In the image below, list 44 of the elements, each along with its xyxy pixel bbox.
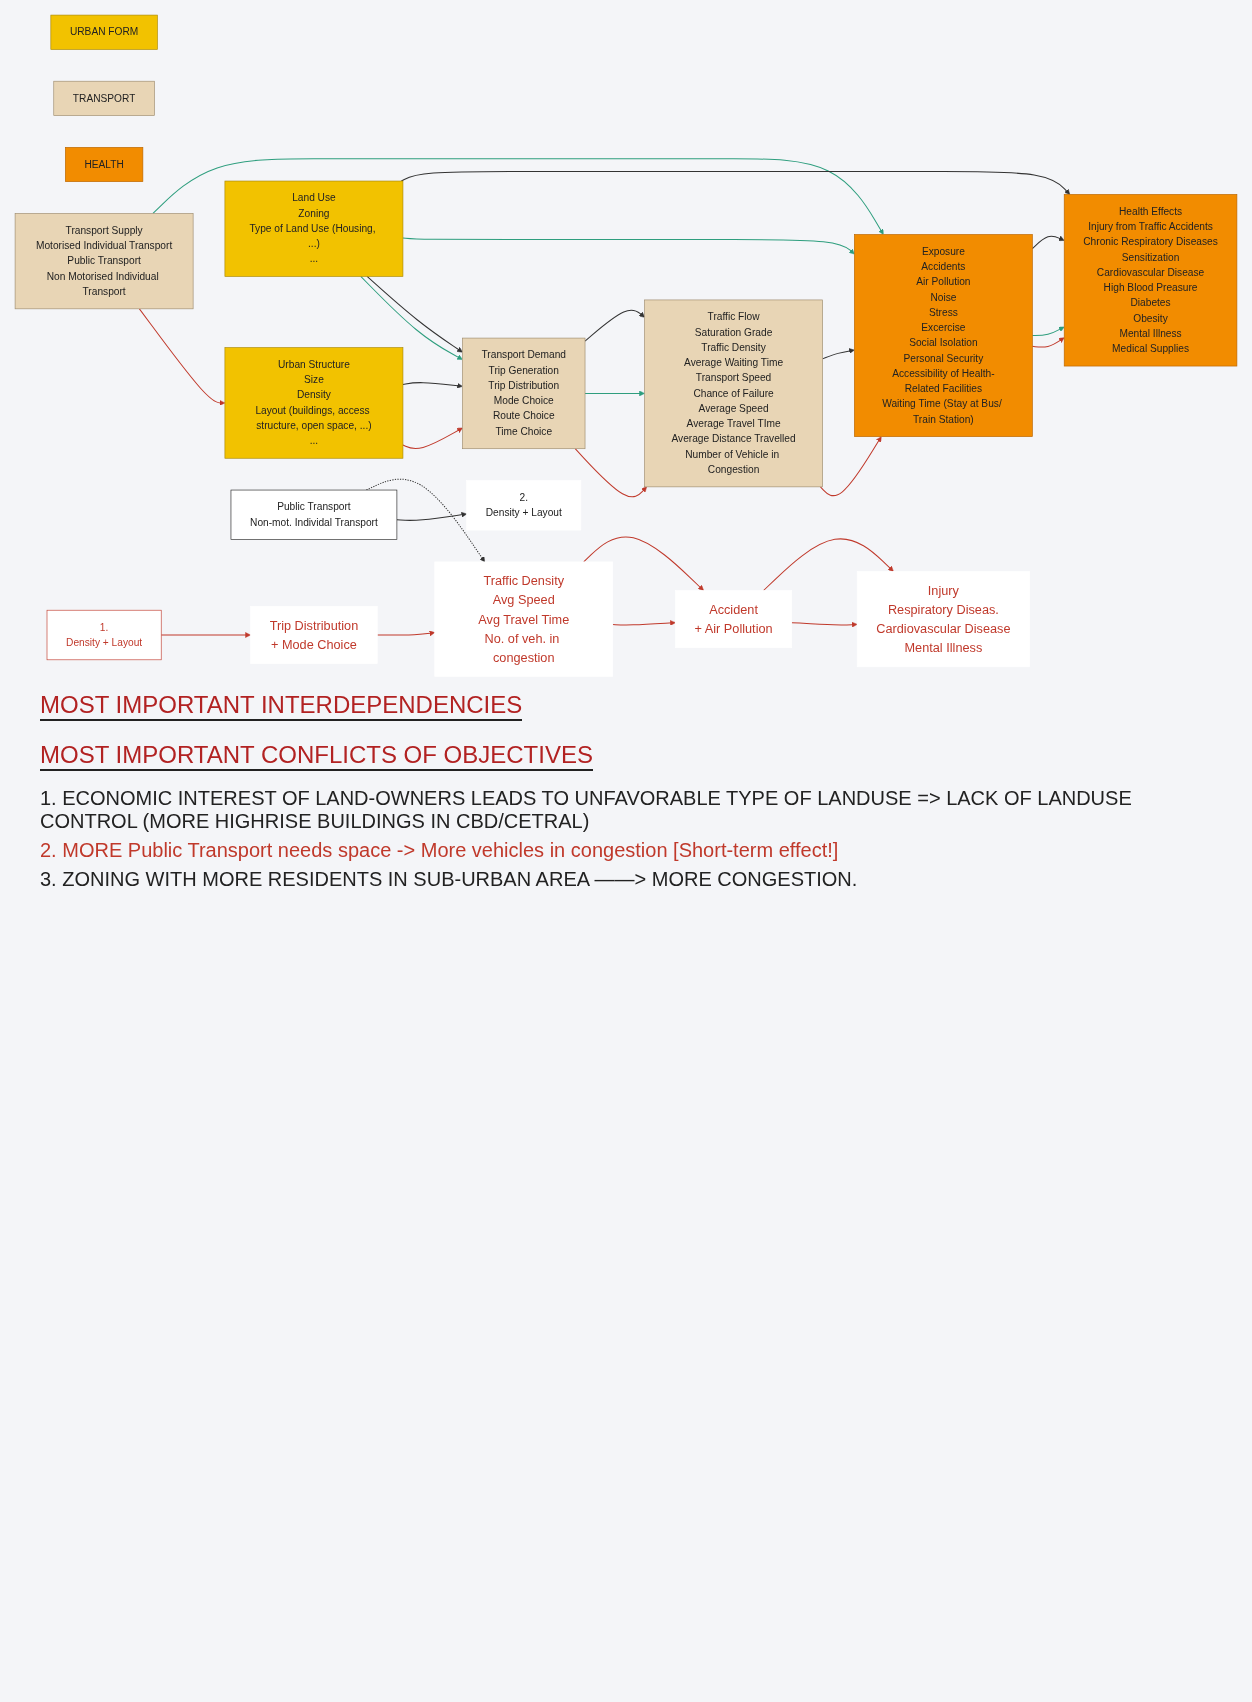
section-heading: MOST IMPORTANT INTERDEPENDENCIES bbox=[40, 691, 523, 722]
node-box: 1. Density + Layout bbox=[46, 609, 162, 661]
node-box: 2. Density + Layout bbox=[466, 480, 582, 531]
node-box: Land Use Zoning Type of Land Use (Housing, ...) ... bbox=[224, 180, 404, 277]
arrow bbox=[583, 536, 704, 591]
node-box: Accident + Air Pollution bbox=[675, 590, 793, 649]
node-box: Transport Supply Motorised Individual Transport Public Transport Non Motorised Individual Transport bbox=[14, 213, 194, 310]
node-box: Exposure Accidents Air Pollution Noise Stress Excercise Social Isolation Personal Security Accessibility of Health-Related Facilities Waiting Time (Stay at Bus/ Train Station) bbox=[854, 234, 1033, 437]
arrow bbox=[612, 620, 676, 626]
arrow bbox=[160, 632, 251, 638]
arrow bbox=[791, 621, 858, 628]
arrow bbox=[400, 171, 1071, 195]
node-box: Traffic Flow Saturation Grade Traffic Density Average Waiting Time Transport Speed Chance of Failure Average Speed Average Travel TIme Average Distance Travelled Number of Vehicle in Congestion bbox=[644, 299, 823, 488]
arrow bbox=[763, 538, 894, 591]
node-box: Public Transport Non-mot. Individal Transport bbox=[230, 489, 398, 540]
node-box: Health Effects Injury from Traffic Accidents Chronic Respiratory Diseases Sensitization Cardiovascular Disease High Blood Preasure Diabetes Obesity Mental Illness Medical Supplies bbox=[1063, 194, 1238, 367]
node-box: TRANSPORT bbox=[53, 80, 155, 116]
node-box: URBAN FORM bbox=[50, 14, 158, 50]
arrow bbox=[402, 237, 855, 255]
arrow bbox=[584, 390, 645, 397]
note-text: 2. MORE Public Transport needs space -> More vehicles in congestion [Short-term effect!] bbox=[40, 839, 840, 863]
arrow bbox=[152, 158, 884, 235]
arrow bbox=[1031, 337, 1065, 348]
node-box: Injury Respiratory Diseas. Cardiovascular Disease Mental Illness bbox=[856, 571, 1030, 668]
note-text: 3. ZONING WITH MORE RESIDENTS IN SUB-URBAN AREA ——> MORE CONGESTION. bbox=[40, 868, 859, 892]
node-box: Urban Structure Size Density Layout (buildings, access structure, open space, ...) ... bbox=[224, 347, 404, 459]
arrow bbox=[822, 348, 855, 360]
arrow bbox=[138, 308, 226, 406]
node-box: Transport Demand Trip Generation Trip Distribution Mode Choice Route Choice Time Choice bbox=[462, 337, 586, 450]
node-box: Trip Distribution + Mode Choice bbox=[250, 606, 378, 664]
arrow bbox=[1031, 326, 1065, 337]
arrow bbox=[574, 448, 647, 498]
arrow bbox=[402, 427, 463, 450]
arrow bbox=[402, 382, 463, 389]
note-text: 1. ECONOMIC INTEREST OF LAND-OWNERS LEADS TO UNFAVORABLE TYPE OF LANDUSE => LACK OF LANDUSE CONTROL (MORE HIGHRISE BUILDINGS IN CBD/CETRAL) bbox=[40, 787, 1133, 834]
arrow bbox=[376, 630, 435, 637]
section-heading: MOST IMPORTANT CONFLICTS OF OBJECTIVES bbox=[40, 741, 593, 772]
arrow bbox=[396, 511, 467, 521]
node-box: HEALTH bbox=[65, 147, 144, 182]
arrow bbox=[365, 478, 485, 563]
arrow bbox=[819, 436, 882, 497]
arrow bbox=[584, 309, 645, 342]
node-box: Traffic Density Avg Speed Avg Travel Time No. of veh. in congestion bbox=[434, 561, 614, 677]
arrow bbox=[1031, 235, 1065, 250]
